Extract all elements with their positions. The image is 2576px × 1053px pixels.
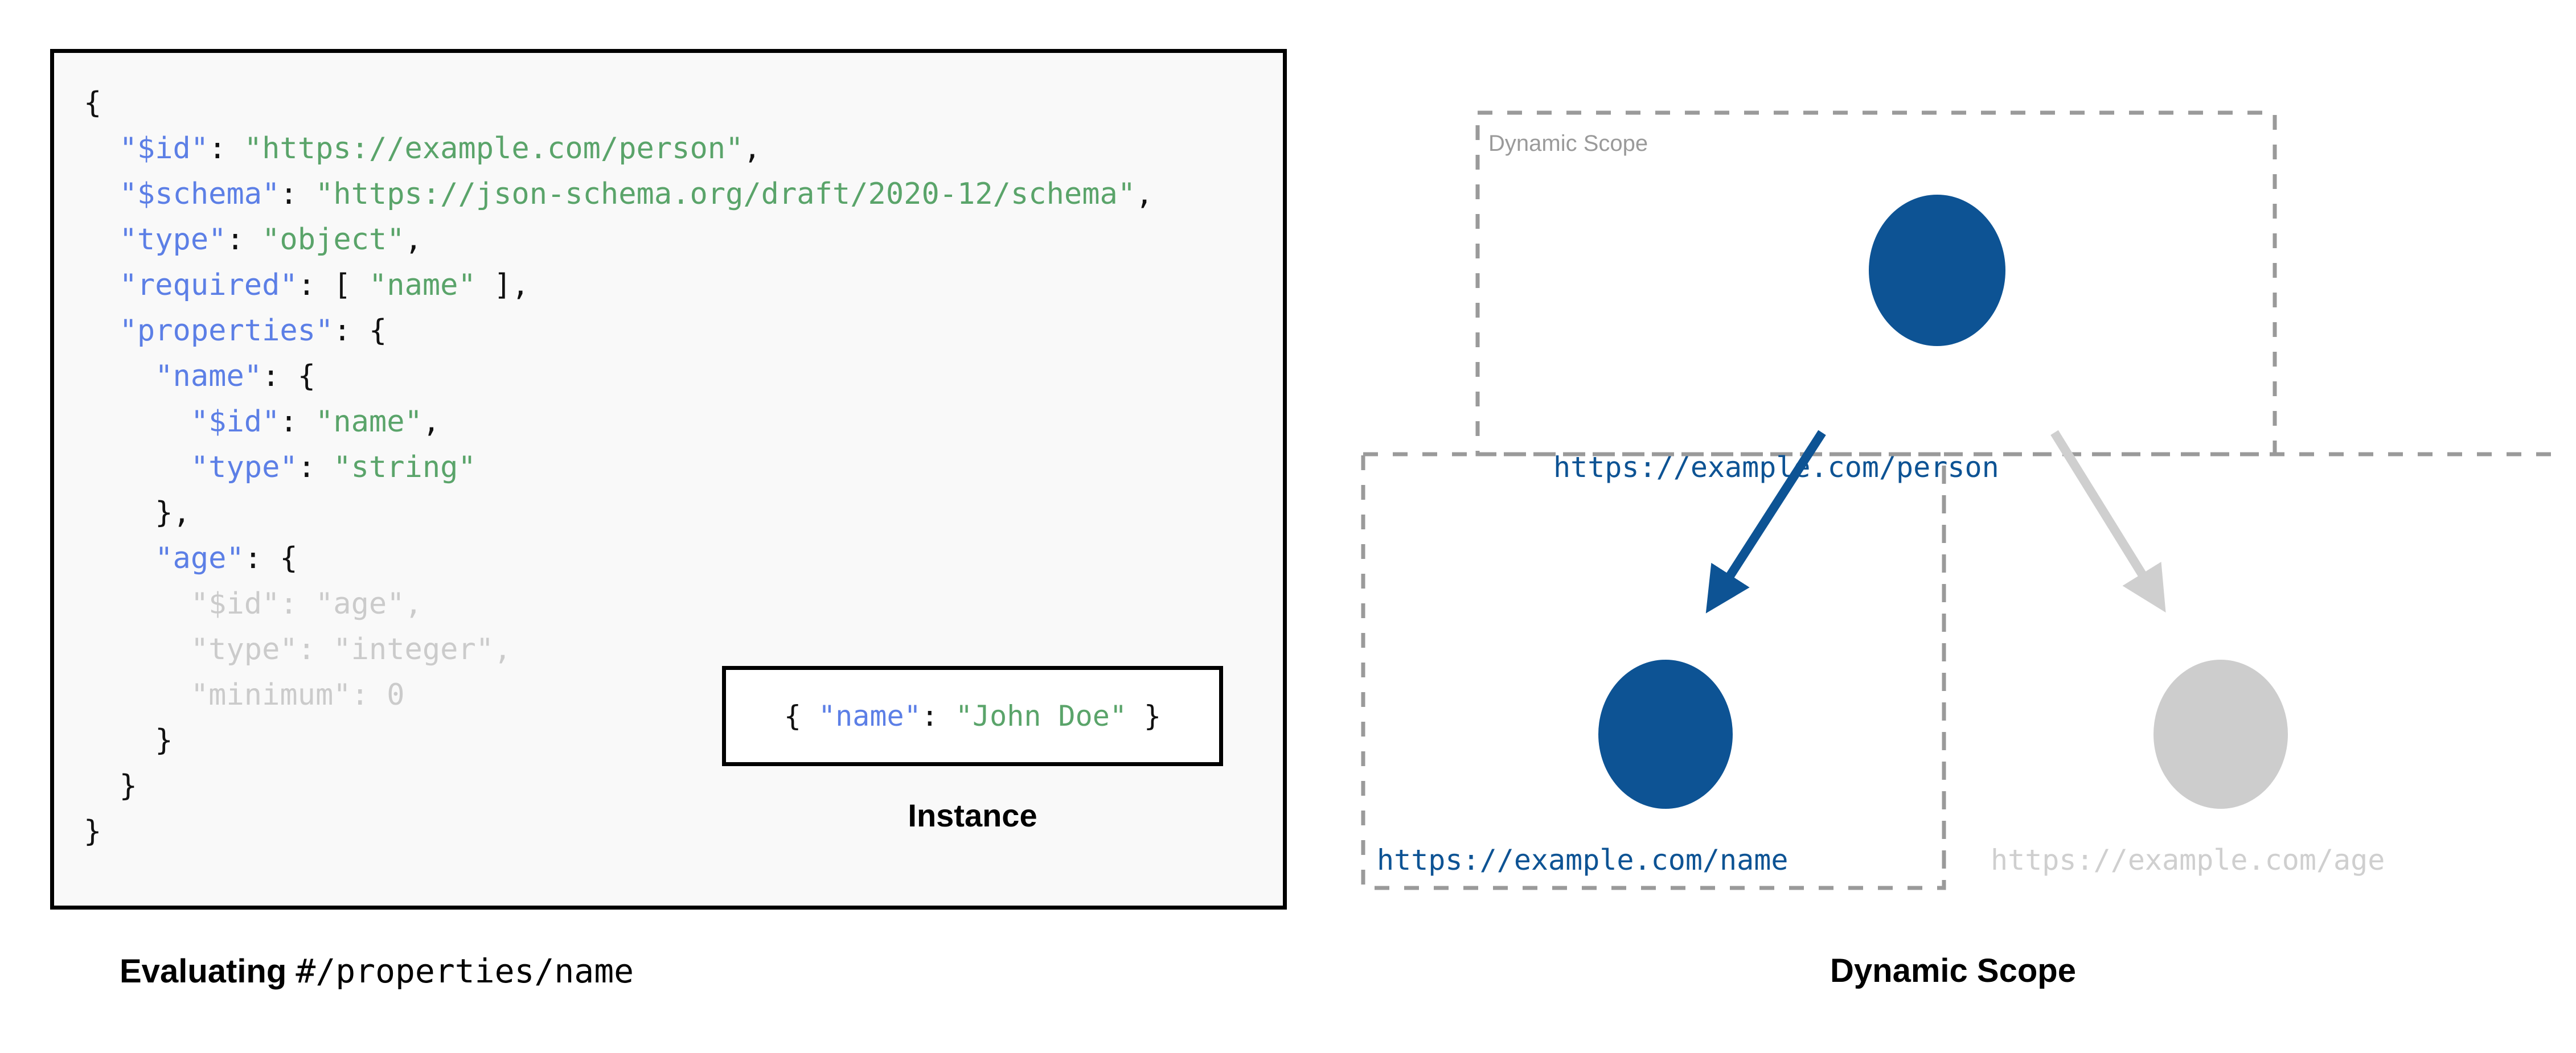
left-caption: Evaluating #/properties/name: [120, 952, 634, 990]
left-caption-pointer: #/properties/name: [296, 952, 634, 990]
schema-source-code: { "$id": "https://example.com/person", "…: [84, 86, 1154, 849]
node-person[interactable]: [1869, 195, 2005, 346]
left-caption-prefix: Evaluating: [120, 953, 296, 990]
edge-person-to-age: [2050, 430, 2166, 613]
instance-json: { "name": "John Doe" }: [784, 700, 1162, 733]
scope-tag-label: Dynamic Scope: [1488, 131, 1648, 156]
schema-code-panel: { "$id": "https://example.com/person", "…: [50, 49, 1287, 910]
scope-box-top: [1475, 110, 2277, 456]
right-caption: Dynamic Scope: [1830, 952, 2076, 989]
node-label-person: https://example.com/person: [1553, 451, 1999, 484]
diagram-graphics: [1361, 110, 2551, 890]
scope-box-age: [1942, 452, 2551, 888]
instance-box: { "name": "John Doe" }: [722, 666, 1223, 766]
node-age[interactable]: [2153, 660, 2288, 809]
instance-label: Instance: [908, 797, 1037, 833]
node-label-name: https://example.com/name: [1377, 844, 1789, 877]
node-label-age: https://example.com/age: [1991, 844, 2385, 877]
edge-person-to-name: [1705, 430, 1826, 614]
node-name[interactable]: [1598, 660, 1733, 809]
dynamic-scope-diagram: Dynamic Scope https://example.com/person…: [1355, 91, 2551, 916]
scope-box-name: [1361, 452, 1946, 890]
